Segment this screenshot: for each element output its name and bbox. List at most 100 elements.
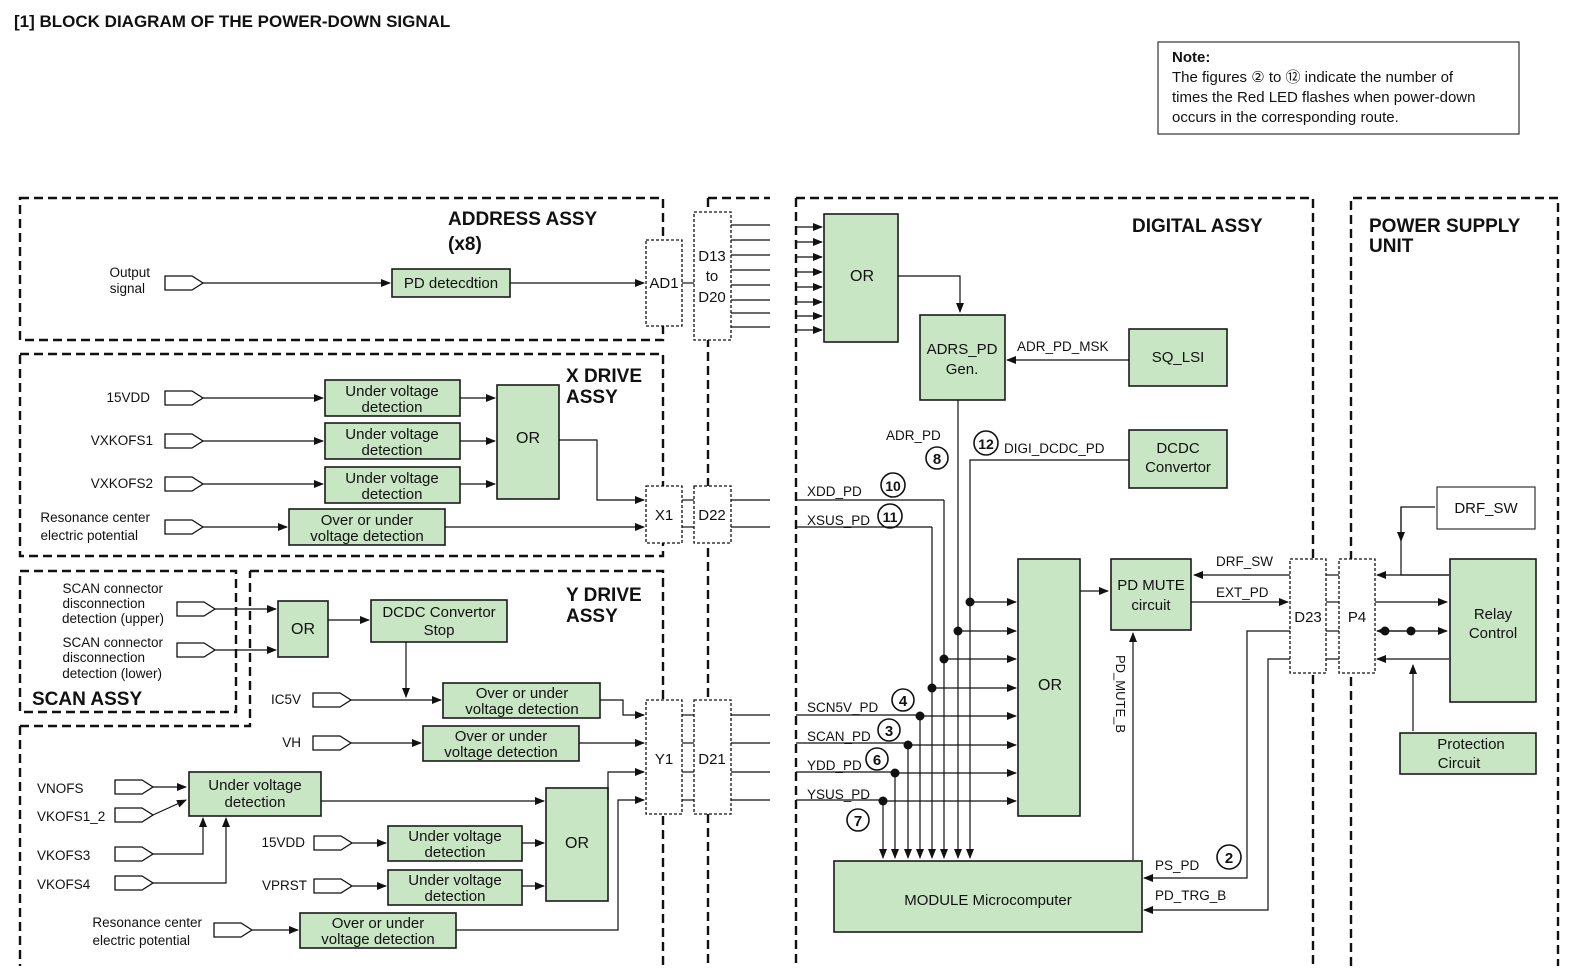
adrs-pd-gen-block	[919, 314, 1006, 401]
route-number-badge	[846, 808, 870, 832]
connector-d23	[1289, 558, 1327, 674]
connector-label: Y1	[655, 751, 673, 768]
connector-label: to	[706, 268, 719, 285]
route-number-badge	[865, 747, 889, 771]
x-or-gate	[496, 384, 560, 500]
block-label: detection	[362, 442, 423, 459]
input-label: VKOFS4	[37, 877, 91, 892]
note-box: Note: The figures ② to ⑫ indicate the nu…	[1157, 41, 1520, 135]
x-drive-title: X DRIVE	[566, 366, 642, 387]
block-label: Under voltage	[408, 828, 501, 845]
connector-label: D21	[698, 751, 726, 768]
dcdc-convertor-block	[1128, 429, 1228, 489]
block-label: Under voltage	[345, 470, 438, 487]
input-label: 15VDD	[261, 835, 305, 850]
under-voltage-block	[324, 466, 461, 504]
under-voltage-block	[324, 379, 461, 417]
block-label: detection	[425, 888, 486, 905]
route-number: 10	[885, 478, 901, 494]
connector-label: D22	[698, 507, 726, 524]
scan-assy-frame	[18, 569, 238, 714]
input-label: SCAN connector	[62, 581, 163, 596]
input-label: 15VDD	[106, 390, 150, 405]
x-drive-assy-frame	[18, 352, 665, 558]
over-under-voltage-block	[422, 725, 580, 762]
connector-ad1	[645, 239, 683, 327]
input-label: Output	[109, 265, 150, 280]
block-label: Over or under	[332, 915, 425, 932]
route-number: 12	[978, 436, 994, 452]
protection-circuit-block	[1399, 732, 1537, 775]
y-or-gate	[545, 787, 609, 902]
block-label: voltage detection	[310, 528, 423, 545]
route-number: 8	[933, 451, 941, 468]
input-label: disconnection	[62, 596, 145, 611]
under-voltage-block	[387, 825, 523, 862]
block-label: OR	[850, 268, 874, 285]
connector-p4	[1338, 558, 1376, 674]
input-label: detection (upper)	[62, 611, 164, 626]
input-label: Resonance center	[40, 510, 150, 525]
signal-label: SCN5V_PD	[807, 700, 879, 715]
scan-or-gate	[277, 600, 329, 658]
y-drive-assy-frame	[18, 569, 665, 966]
input-port-icon	[164, 476, 205, 492]
address-bus-lines	[731, 223, 823, 334]
connector-x1	[645, 485, 683, 544]
route-number-badge	[973, 430, 999, 456]
signal-label: PD_TRG_B	[1155, 888, 1226, 903]
route-number-badge	[1216, 844, 1242, 870]
route-number: 7	[854, 813, 862, 830]
input-label: VPRST	[262, 878, 307, 893]
signal-label: YDD_PD	[807, 758, 862, 773]
route-number: 11	[883, 509, 898, 525]
power-supply-wiring: DRF_SW EXT_PD PS_PD PD_TRG_B	[1143, 506, 1449, 914]
connector-label: X1	[655, 507, 673, 524]
page-title: [1] BLOCK DIAGRAM OF THE POWER-DOWN SIGN…	[14, 12, 450, 31]
note-line: occurs in the corresponding route.	[1172, 109, 1399, 126]
block-label: Relay	[1474, 606, 1513, 623]
input-port-icon	[164, 519, 205, 535]
route-number: 6	[873, 752, 881, 769]
connector-d22	[693, 485, 732, 544]
input-label: disconnection	[62, 650, 145, 665]
digital-or-gate	[1017, 558, 1081, 817]
input-label: detection (lower)	[62, 666, 162, 681]
block-label: Stop	[424, 622, 455, 639]
input-port-icon	[114, 846, 155, 862]
input-label: Resonance center	[92, 915, 202, 930]
over-under-voltage-block	[299, 912, 457, 949]
block-label: Protection	[1437, 736, 1505, 753]
route-number-badge	[891, 688, 915, 712]
block-label: Gen.	[946, 361, 979, 378]
input-label: VKOFS1_2	[37, 809, 105, 824]
block-label: Over or under	[321, 512, 414, 529]
input-port-icon	[176, 601, 217, 617]
input-port-icon	[114, 779, 155, 795]
sq-lsi-block	[1128, 328, 1228, 387]
signal-label: XDD_PD	[807, 484, 862, 499]
over-under-voltage-block	[288, 508, 446, 546]
signal-label: XSUS_PD	[807, 513, 870, 528]
dcdc-convertor-stop-block	[370, 599, 508, 643]
block-label: Under voltage	[345, 426, 438, 443]
input-label: VNOFS	[37, 781, 84, 796]
input-label: VH	[282, 735, 301, 750]
under-voltage-block	[324, 422, 461, 460]
connector-label: D20	[698, 289, 726, 306]
connector-y1	[645, 699, 683, 815]
route-number-badge	[877, 718, 901, 742]
input-port-icon	[164, 433, 205, 449]
signal-label: DRF_SW	[1216, 554, 1273, 569]
input-label: IC5V	[271, 692, 301, 707]
block-label: Over or under	[476, 685, 569, 702]
connector-d21	[693, 699, 732, 815]
route-number: 3	[885, 723, 893, 740]
input-port-icon	[313, 878, 354, 894]
input-port-icon	[313, 835, 354, 851]
block-label: DRF_SW	[1454, 500, 1518, 517]
pd-detection-block	[391, 268, 511, 298]
scan-assy-title: SCAN ASSY	[32, 689, 142, 710]
x-drive-title: ASSY	[566, 387, 618, 408]
